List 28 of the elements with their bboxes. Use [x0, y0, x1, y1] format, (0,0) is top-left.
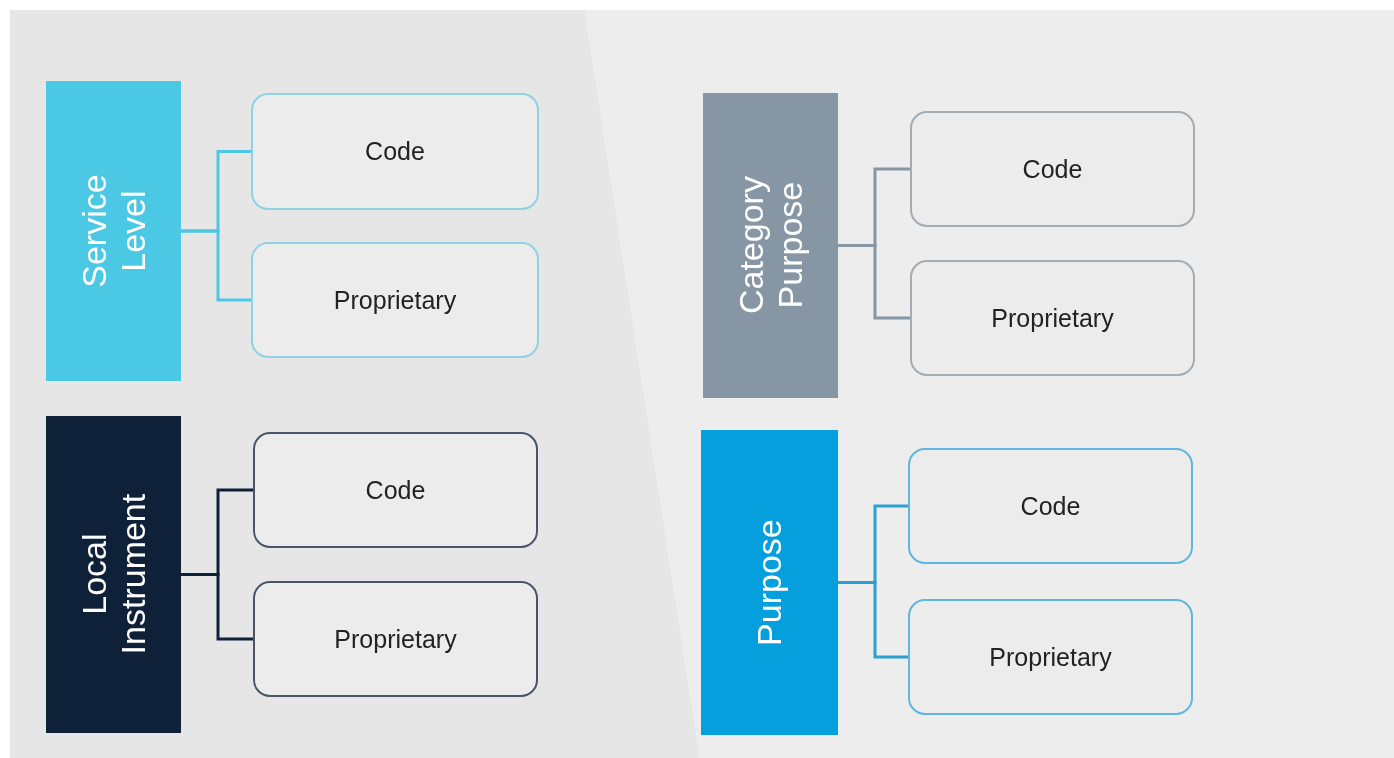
category-label: Purpose	[749, 518, 789, 648]
connector-line	[838, 244, 910, 320]
category-box	[46, 81, 181, 381]
category-label: Local Instrument	[74, 493, 153, 657]
option-box	[253, 581, 538, 697]
option-box	[910, 111, 1195, 227]
option-label: Proprietary	[989, 642, 1112, 672]
option-box	[253, 432, 538, 548]
connector-line	[181, 573, 253, 641]
category-label: Category Purpose	[731, 175, 810, 317]
option-label: Code	[1020, 491, 1081, 521]
category-box	[46, 416, 181, 733]
connector-line	[181, 229, 251, 302]
option-box	[908, 448, 1193, 564]
option-label: Proprietary	[333, 285, 457, 315]
option-label: Proprietary	[334, 624, 457, 654]
option-box	[910, 260, 1195, 376]
option-label: Code	[365, 137, 425, 166]
category-label: Service Level	[74, 173, 153, 290]
connector-line	[838, 581, 908, 659]
option-box	[251, 242, 539, 358]
option-label: Code	[365, 475, 426, 505]
option-label: Proprietary	[991, 303, 1114, 333]
option-box	[908, 599, 1193, 715]
option-box	[251, 93, 539, 210]
category-box	[703, 93, 838, 398]
option-label: Code	[1022, 154, 1083, 184]
category-box	[701, 430, 838, 735]
